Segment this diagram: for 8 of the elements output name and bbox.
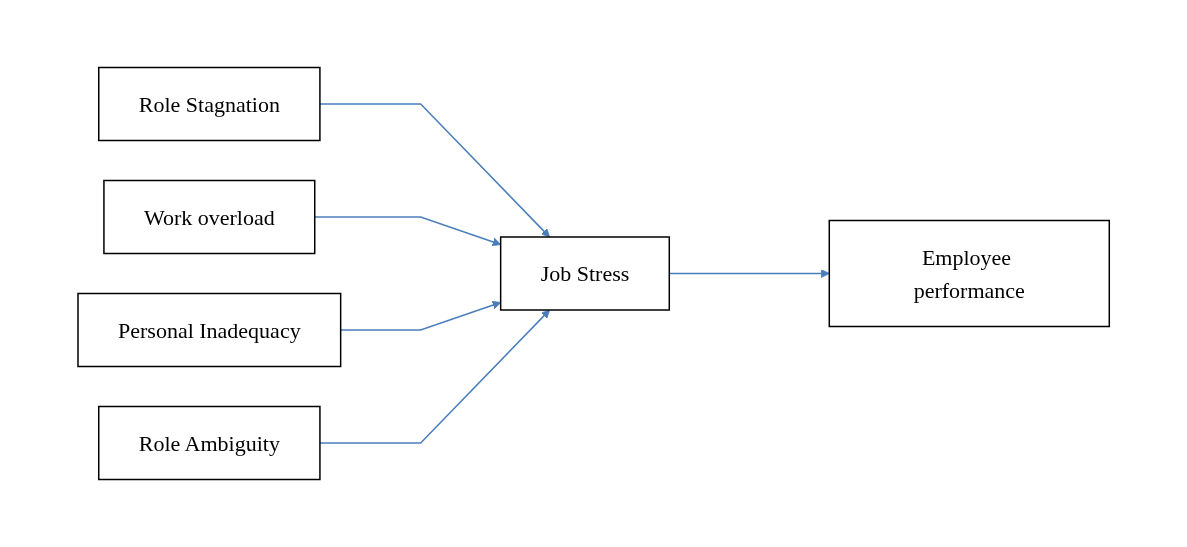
arrow (319, 103, 550, 238)
arrow (319, 309, 550, 444)
node-box: Role Ambiguity (97, 405, 321, 481)
node-box: Job Stress (499, 236, 670, 311)
node-box: Role Stagnation (97, 66, 321, 142)
node-box: Employee performance (828, 219, 1110, 328)
node-box: Work overload (103, 179, 316, 255)
node-box: Personal Inadequacy (77, 292, 342, 368)
